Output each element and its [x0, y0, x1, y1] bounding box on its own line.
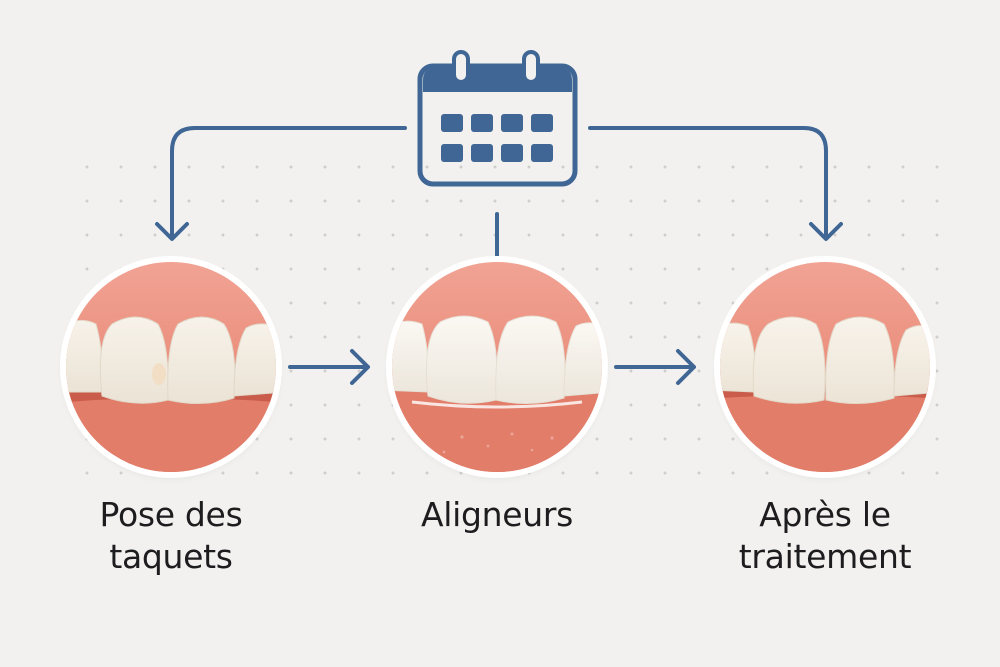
- stage-3-label: Après le traitement: [738, 495, 912, 576]
- stage-2-photo: [392, 262, 602, 472]
- branch-right-line: [588, 126, 828, 240]
- branch-left-arrowhead: [155, 222, 189, 241]
- attachment-bump: [152, 363, 166, 385]
- branch-left-line: [170, 126, 407, 240]
- stage-3-photo: [720, 262, 930, 472]
- arrow-right-icon: [614, 349, 696, 385]
- stage-1-photo: [66, 262, 276, 472]
- arrow-right-icon: [288, 349, 370, 385]
- calendar-icon: [417, 50, 578, 187]
- branch-right-arrowhead: [809, 222, 843, 241]
- stage-1-label: Pose des taquets: [99, 495, 243, 576]
- stage-2-label: Aligneurs: [420, 495, 574, 534]
- aligner-edge: [411, 400, 583, 409]
